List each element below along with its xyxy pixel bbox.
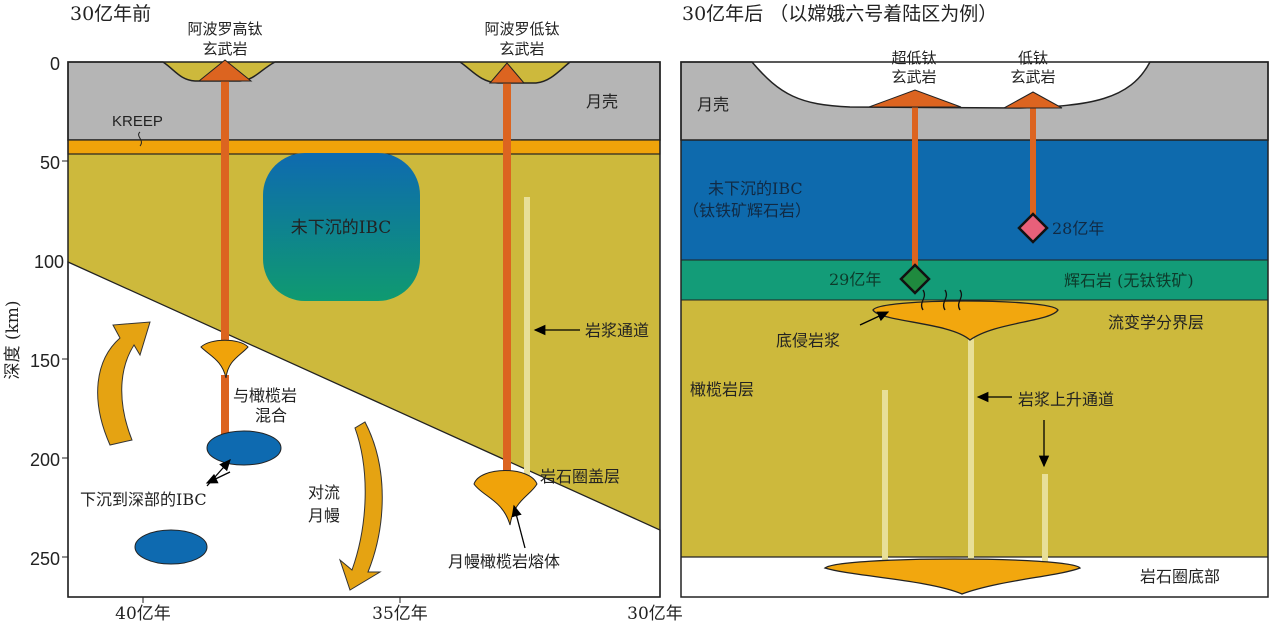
- mix-label-2: 混合: [255, 406, 287, 425]
- ibc-label-2: （钛铁矿辉石岩）: [683, 201, 811, 220]
- crust-label: 月壳: [586, 92, 618, 111]
- low-ti-conduit-right: [1030, 100, 1036, 215]
- mantle-melt-arrow: [511, 504, 526, 549]
- low-ti-label-1: 阿波罗低钛: [484, 20, 559, 38]
- sinking-ibc-blob: [206, 430, 282, 466]
- y-axis-label: 深度 (km): [3, 300, 23, 379]
- unsunk-ibc-label: 未下沉的IBC: [291, 218, 392, 238]
- crust-label-right: 月壳: [697, 95, 729, 114]
- rheology-boundary-label: 流变学分界层: [1108, 313, 1204, 332]
- right-panel: 30亿年后 （以嫦娥六号着陆区为例） 超低钛 玄武岩 低钛 玄武岩 月壳 未下沉…: [680, 3, 1269, 598]
- mix-label-1: 与橄榄岩: [233, 386, 297, 405]
- mantle-melt-pocket: [473, 470, 538, 526]
- ultra-low-ti-cone: [868, 89, 962, 108]
- high-ti-conduit-lower: [221, 375, 229, 435]
- lithosphere-base-label: 岩石圈底部: [1140, 567, 1220, 586]
- mantle-melt-label: 月幔橄榄岩熔体: [448, 552, 560, 571]
- y-tick-200: 200: [30, 450, 60, 470]
- y-axis: 0 50 100 150 200 250 深度 (km): [3, 54, 68, 569]
- downwelling-convection-arrow-icon: [338, 421, 383, 591]
- heat-wiggle-icons: [920, 289, 963, 311]
- low-ti-conduit: [503, 78, 511, 473]
- peridotite-label: 橄榄岩层: [690, 380, 754, 399]
- underplating-label: 底侵岩浆: [776, 331, 840, 350]
- ascent-channel-bar-1: [882, 390, 888, 565]
- right-frame: [680, 61, 1269, 598]
- x-tick-40: 40亿年: [115, 604, 171, 623]
- left-frame: [67, 61, 661, 598]
- underplating-arrow: [859, 311, 890, 326]
- y-tick-0: 0: [50, 54, 60, 74]
- y-tick-50: 50: [40, 153, 60, 173]
- unsunk-ibc-body: [263, 153, 420, 301]
- x-axis: 40亿年 35亿年 30亿年: [115, 597, 683, 623]
- ascent-channel-label: 岩浆上升通道: [1018, 390, 1114, 409]
- left-title: 30亿年前: [70, 3, 151, 25]
- ibc-layer: [681, 140, 1268, 260]
- low-ti-cone-right: [1003, 91, 1063, 109]
- magma-channel-label: 岩浆通道: [585, 321, 649, 340]
- ibc-label-1: 未下沉的IBC: [708, 179, 803, 198]
- left-panel: 30亿年前 阿波罗高钛 玄武岩 阿波罗低钛 玄武岩 月壳 KREEP 未下沉的I…: [3, 3, 683, 623]
- crust-layer-right: [680, 61, 1269, 141]
- peridotite-layer: [680, 299, 1269, 558]
- age-29-marker-icon: [899, 263, 931, 295]
- high-ti-conduit-upper: [221, 78, 229, 343]
- x-tick-30: 30亿年: [627, 604, 683, 623]
- right-title: 30亿年后 （以嫦娥六号着陆区为例）: [682, 3, 997, 25]
- sunk-ibc-label: 下沉到深部的IBC: [80, 490, 207, 509]
- ultra-low-ti-label-1: 超低钛: [891, 49, 936, 67]
- low-ti-label-right-2: 玄武岩: [1010, 68, 1055, 86]
- ascent-channel-bar-2: [968, 330, 974, 565]
- lithosphere-lid-label: 岩石圈盖层: [540, 467, 620, 486]
- age-29-label: 29亿年: [829, 270, 881, 289]
- x-tick-35: 35亿年: [372, 604, 428, 623]
- high-ti-label-1: 阿波罗高钛: [187, 20, 262, 38]
- kreep-pointer: [138, 131, 142, 147]
- low-ti-label-2: 玄武岩: [499, 40, 544, 58]
- age-28-label: 28亿年: [1052, 219, 1104, 238]
- y-tick-150: 150: [30, 351, 60, 371]
- mix-magma-pocket: [200, 339, 249, 379]
- pyroxenite-label: 辉石岩 (无钛铁矿): [1064, 271, 1194, 290]
- kreep-label: KREEP: [112, 113, 163, 130]
- convection-label-2: 月幔: [308, 506, 340, 525]
- low-ti-label-right-1: 低钛: [1018, 49, 1048, 67]
- lithosphere-base-magma: [823, 558, 1082, 595]
- kreep-layer: [67, 139, 661, 155]
- magma-channel-bar: [524, 197, 530, 477]
- sunk-ibc-pointer: [206, 459, 231, 487]
- low-ti-basalt-cone: [488, 62, 526, 84]
- age-28-marker-icon: [1017, 212, 1049, 244]
- high-ti-basalt-cone: [197, 59, 253, 82]
- deep-ibc-blob: [134, 529, 208, 565]
- ultra-low-ti-conduit: [912, 100, 918, 275]
- y-tick-100: 100: [34, 252, 64, 272]
- convection-label-1: 对流: [308, 483, 340, 502]
- upwelling-convection-arrow-icon: [97, 321, 151, 446]
- underplating-magma-body: [872, 300, 1059, 341]
- ascent-channel-bar-3: [1042, 474, 1048, 565]
- ultra-low-ti-label-2: 玄武岩: [891, 68, 936, 86]
- y-tick-250: 250: [30, 549, 60, 569]
- high-ti-label-2: 玄武岩: [202, 40, 247, 58]
